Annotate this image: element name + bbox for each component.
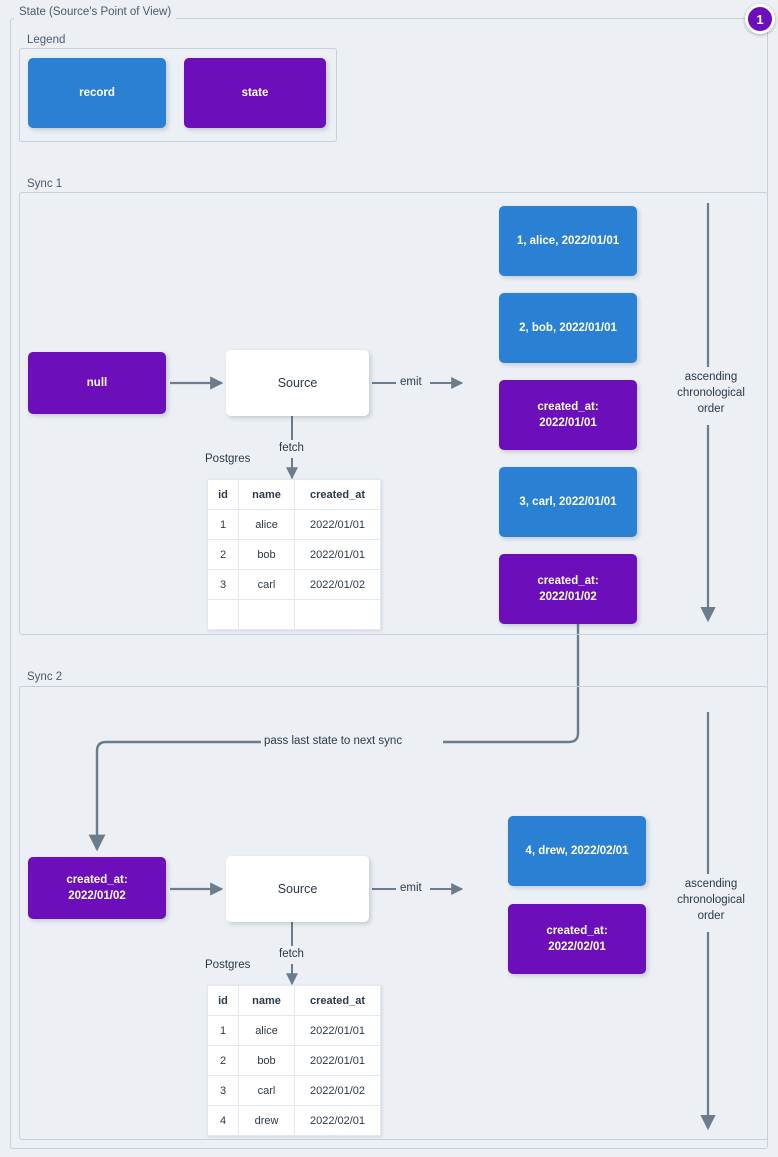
- col-id: id: [207, 479, 239, 510]
- sync1-postgres-table: id name created_at 1 alice 2022/01/01 2 …: [207, 479, 381, 630]
- sync1-emitted-state-1-line1: created_at:: [537, 401, 599, 413]
- cell-id: 2: [207, 1045, 239, 1076]
- sync2-db-label: Postgres: [205, 959, 251, 971]
- legend-frame: [19, 48, 337, 142]
- table-row: 1 alice 2022/01/01: [207, 1015, 381, 1046]
- sync1-emitted-record-1-label: 1, alice, 2022/01/01: [516, 235, 620, 247]
- cell-name: drew: [238, 1105, 295, 1136]
- col-created-at: created_at: [294, 985, 381, 1016]
- legend-swatch-state: state: [184, 58, 326, 128]
- sync1-emitted-record-2-label: 2, bob, 2022/01/01: [519, 322, 617, 334]
- col-id: id: [207, 985, 239, 1016]
- cell-created-at: 2022/01/01: [294, 509, 381, 540]
- cell-name: [238, 599, 295, 630]
- sync2-order-line-2: chronological: [677, 894, 745, 906]
- sync1-order-label: ascending chronological order: [663, 369, 759, 417]
- step-badge[interactable]: 1: [745, 4, 775, 34]
- sync1-emit-label: emit: [397, 375, 425, 390]
- cell-created-at: 2022/02/01: [294, 1105, 381, 1136]
- cell-id: 3: [207, 569, 239, 600]
- sync1-emitted-record-3-label: 3, carl, 2022/01/01: [519, 496, 617, 508]
- sync2-order-line-3: order: [697, 910, 725, 922]
- cell-name: bob: [238, 1045, 295, 1076]
- col-name: name: [238, 985, 295, 1016]
- table-header-row: id name created_at: [207, 985, 381, 1016]
- sync2-emitted-state-1-line2: 2022/02/01: [548, 941, 606, 953]
- cell-id: [207, 599, 239, 630]
- sync2-emitted-record-1: 4, drew, 2022/02/01: [508, 816, 646, 886]
- sync1-input-state-box: null: [28, 352, 166, 414]
- sync2-emitted-record-1-label: 4, drew, 2022/02/01: [525, 845, 629, 857]
- sync1-input-state-label: null: [86, 377, 108, 389]
- sync1-emitted-record-3: 3, carl, 2022/01/01: [499, 467, 637, 537]
- cell-created-at: [294, 599, 381, 630]
- cell-name: carl: [238, 1075, 295, 1106]
- sync1-emitted-state-2-line2: 2022/01/02: [539, 591, 597, 603]
- table-row: 3 carl 2022/01/02: [207, 569, 381, 600]
- table-row: 2 bob 2022/01/01: [207, 1045, 381, 1076]
- sync1-fetch-label: fetch: [276, 441, 307, 456]
- cell-name: bob: [238, 539, 295, 570]
- cell-id: 4: [207, 1105, 239, 1136]
- sync2-emitted-state-1-line1: created_at:: [546, 925, 608, 937]
- cell-id: 1: [207, 509, 239, 540]
- table-row: 2 bob 2022/01/01: [207, 539, 381, 570]
- sync2-fetch-label: fetch: [276, 947, 307, 962]
- legend-label-state: state: [241, 87, 269, 99]
- cell-created-at: 2022/01/01: [294, 1015, 381, 1046]
- sync1-emitted-state-2: created_at: 2022/01/02: [499, 554, 637, 624]
- cell-name: alice: [238, 1015, 295, 1046]
- step-badge-label: 1: [756, 11, 764, 27]
- cell-created-at: 2022/01/02: [294, 1075, 381, 1106]
- cell-id: 2: [207, 539, 239, 570]
- sync1-emitted-state-1: created_at: 2022/01/01: [499, 380, 637, 450]
- sync2-input-state-line2: 2022/01/02: [68, 890, 126, 902]
- sync2-source-label: Source: [277, 882, 318, 896]
- cell-id: 1: [207, 1015, 239, 1046]
- cell-created-at: 2022/01/01: [294, 1045, 381, 1076]
- sync1-emitted-state-2-line1: created_at:: [537, 575, 599, 587]
- legend-swatch-record: record: [28, 58, 166, 128]
- table-row-empty: [207, 599, 381, 630]
- sync2-order-label: ascending chronological order: [663, 876, 759, 924]
- sync2-input-state-line1: created_at:: [66, 874, 128, 886]
- sync1-source-label: Source: [277, 376, 318, 390]
- legend-title: Legend: [22, 34, 71, 47]
- sync1-order-line-1: ascending: [684, 371, 738, 383]
- cell-created-at: 2022/01/01: [294, 539, 381, 570]
- page-title: State (Source's Point of View): [14, 6, 177, 19]
- sync2-title: Sync 2: [22, 671, 68, 684]
- table-row: 3 carl 2022/01/02: [207, 1075, 381, 1106]
- sync2-emitted-state-1: created_at: 2022/02/01: [508, 904, 646, 974]
- sync1-title: Sync 1: [22, 178, 68, 191]
- sync1-emitted-record-1: 1, alice, 2022/01/01: [499, 206, 637, 276]
- pass-state-label: pass last state to next sync: [261, 734, 406, 749]
- table-header-row: id name created_at: [207, 479, 381, 510]
- cell-created-at: 2022/01/02: [294, 569, 381, 600]
- table-row: 1 alice 2022/01/01: [207, 509, 381, 540]
- cell-name: alice: [238, 509, 295, 540]
- col-name: name: [238, 479, 295, 510]
- sync2-emit-label: emit: [397, 881, 425, 896]
- table-row: 4 drew 2022/02/01: [207, 1105, 381, 1136]
- col-created-at: created_at: [294, 479, 381, 510]
- cell-name: carl: [238, 569, 295, 600]
- cell-id: 3: [207, 1075, 239, 1106]
- sync1-emitted-record-2: 2, bob, 2022/01/01: [499, 293, 637, 363]
- sync1-source-box: Source: [226, 350, 369, 416]
- sync2-order-line-1: ascending: [684, 878, 738, 890]
- sync2-source-box: Source: [226, 856, 369, 922]
- sync1-db-label: Postgres: [205, 453, 251, 465]
- sync1-order-line-3: order: [697, 403, 725, 415]
- sync1-emitted-state-1-line2: 2022/01/01: [539, 417, 597, 429]
- sync2-input-state-box: created_at: 2022/01/02: [28, 857, 166, 919]
- sync1-frame: [19, 192, 768, 635]
- sync1-order-line-2: chronological: [677, 387, 745, 399]
- sync2-postgres-table: id name created_at 1 alice 2022/01/01 2 …: [207, 985, 381, 1136]
- sync2-frame: [19, 686, 768, 1140]
- legend-label-record: record: [79, 87, 115, 99]
